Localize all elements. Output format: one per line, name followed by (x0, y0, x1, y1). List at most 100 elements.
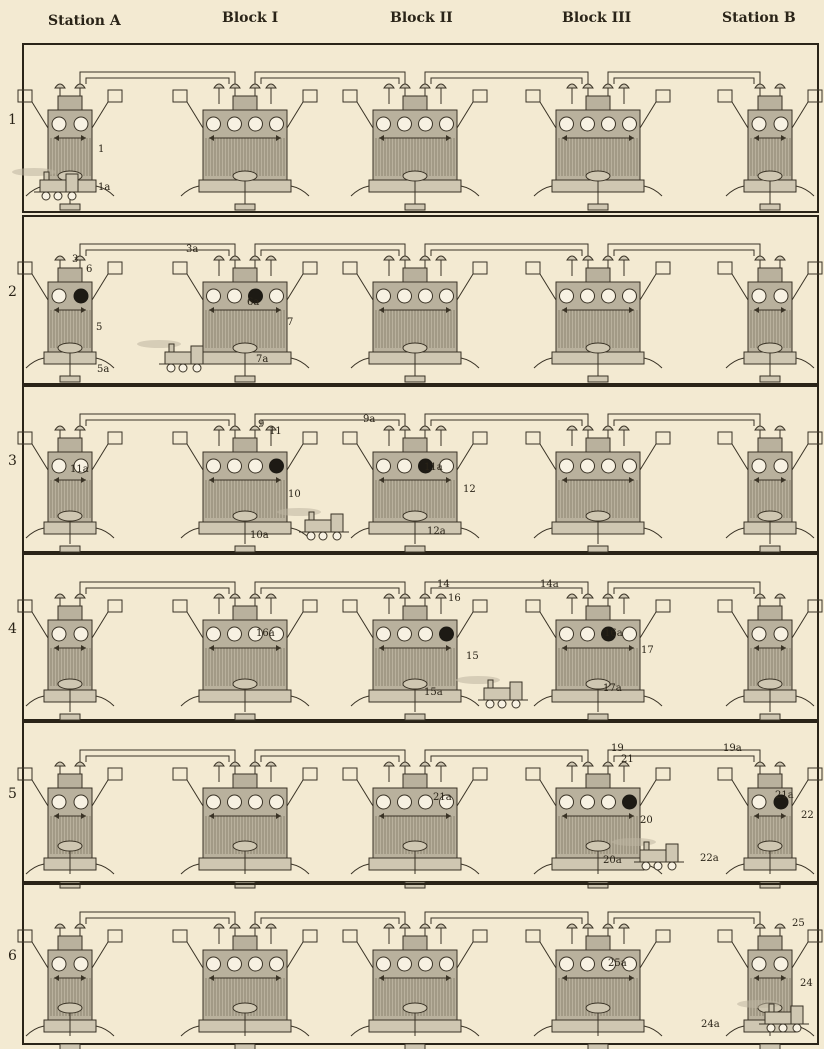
row-number: 3 (8, 453, 17, 469)
phone-box (343, 930, 357, 942)
crank-right (461, 696, 479, 706)
crank-right (461, 186, 479, 196)
wheel (498, 700, 506, 708)
bell-icon (436, 924, 446, 928)
signal-disc (270, 795, 284, 809)
signal-disc (52, 957, 66, 971)
bell-icon (214, 924, 224, 928)
crank-right (644, 696, 662, 706)
signal-disc (560, 117, 574, 131)
phone-box (808, 262, 822, 274)
crank-left (26, 358, 44, 368)
semaphore-arm (58, 679, 82, 689)
bell-icon (755, 426, 765, 430)
callout-label: 5a (97, 364, 109, 375)
bell-icon (420, 762, 430, 766)
line-wire (431, 756, 582, 762)
signal-disc (377, 795, 391, 809)
crank-left (534, 864, 552, 874)
signal-disc (398, 289, 412, 303)
signal-disc (52, 459, 66, 473)
signal-disc (419, 795, 433, 809)
crank-left (726, 186, 744, 196)
line-wire (261, 588, 399, 594)
track-plate (60, 546, 80, 552)
phone-box (718, 768, 732, 780)
phone-box (473, 432, 487, 444)
row-3: 311a9111010a9a11a1212a (8, 386, 822, 552)
row-number: 4 (8, 621, 17, 637)
signal-disc (228, 289, 242, 303)
wire (457, 444, 473, 470)
crank-left (351, 358, 369, 368)
wheel (193, 364, 201, 372)
signal-disc (398, 957, 412, 971)
crank-left (351, 186, 369, 196)
crank-left (181, 1026, 199, 1036)
cab (331, 514, 343, 532)
bell-icon (55, 426, 65, 430)
bell-icon (266, 762, 276, 766)
boiler (40, 180, 66, 192)
crank-left (534, 696, 552, 706)
signal-disc (398, 795, 412, 809)
bell-icon (775, 924, 785, 928)
instrument-housing (233, 936, 257, 950)
wire (540, 780, 556, 806)
signal-disc (581, 795, 595, 809)
bell-icon (400, 594, 410, 598)
crank-left (26, 528, 44, 538)
semaphore-arm (58, 511, 82, 521)
instrument-housing (403, 96, 427, 110)
instrument-housing (586, 96, 610, 110)
phone-box (718, 600, 732, 612)
instrument-housing (586, 438, 610, 452)
signal-disc (52, 117, 66, 131)
bell-icon (55, 256, 65, 260)
instrument-housing (233, 606, 257, 620)
line-wire (261, 756, 399, 762)
wire (92, 942, 108, 968)
crank-right (461, 1026, 479, 1036)
crank-right (796, 864, 814, 874)
signal-disc (560, 459, 574, 473)
callout-label: 21a (775, 790, 794, 801)
semaphore-arm (758, 511, 782, 521)
bell-icon (266, 84, 276, 88)
cab (791, 1006, 803, 1024)
callout-label: 19a (723, 743, 742, 754)
signal-disc (560, 289, 574, 303)
bell-icon (250, 84, 260, 88)
track-plate (405, 1044, 425, 1049)
line-wire (86, 918, 229, 924)
signal-disc-dark (440, 627, 454, 641)
signal-disc (581, 289, 595, 303)
phone-box (718, 262, 732, 274)
wire (732, 780, 748, 806)
instrument-housing (58, 774, 82, 788)
crank-left (26, 696, 44, 706)
wheel (319, 532, 327, 540)
signal-disc (774, 117, 788, 131)
chimney (309, 512, 314, 520)
cab (191, 346, 203, 364)
signal-disc (270, 289, 284, 303)
row-number: 5 (8, 786, 17, 802)
signal-disc (440, 289, 454, 303)
wheel (167, 364, 175, 372)
row-1: 111a (8, 44, 822, 212)
signal-disc-dark (623, 795, 637, 809)
wire (287, 612, 303, 638)
signal-disc (560, 627, 574, 641)
wire (92, 780, 108, 806)
signal-instrument (18, 594, 122, 720)
wire (457, 780, 473, 806)
instrument-housing (758, 606, 782, 620)
crank-left (351, 1026, 369, 1036)
wire (540, 102, 556, 128)
line-wire (614, 250, 754, 256)
track-plate (60, 376, 80, 382)
line-wire (431, 250, 582, 256)
signal-disc (207, 289, 221, 303)
